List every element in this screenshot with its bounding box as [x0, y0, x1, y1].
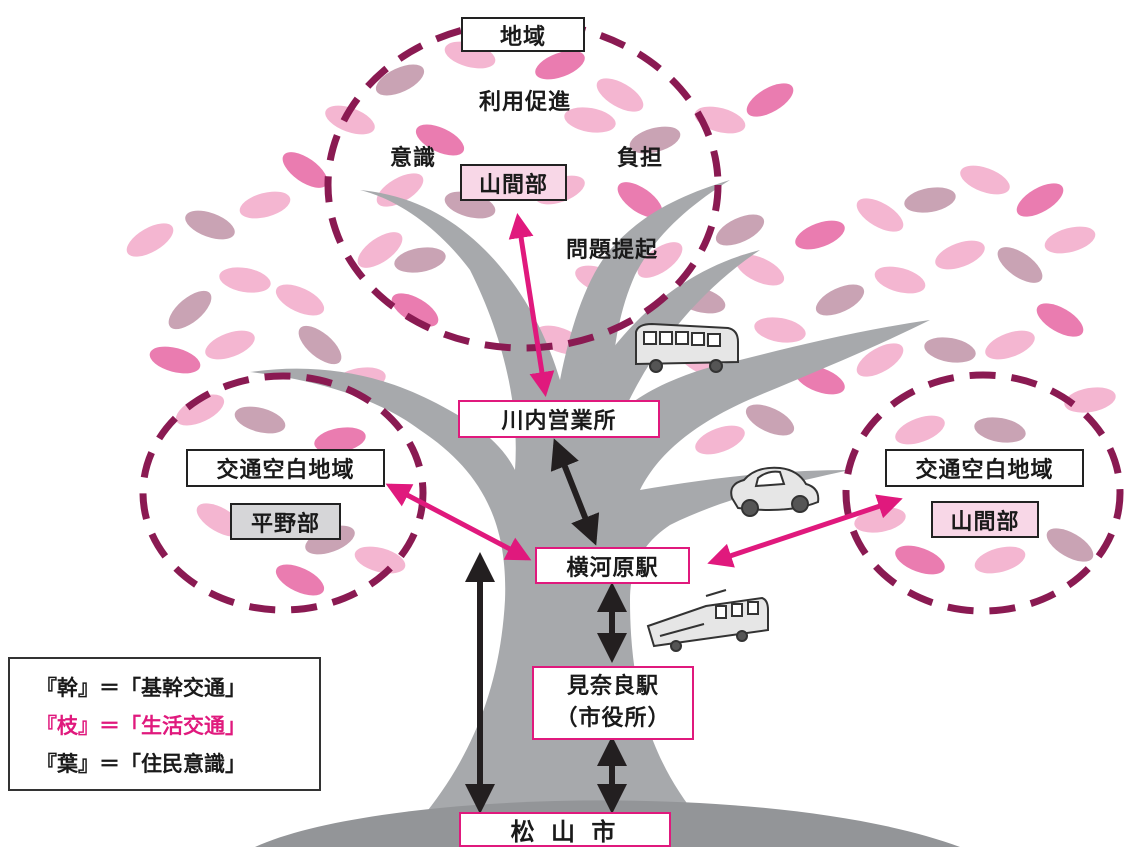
leaf-61 [275, 564, 325, 596]
region-left-title: 交通空白地域 [186, 449, 385, 487]
leaf-34 [1016, 183, 1064, 217]
leaf-43 [924, 337, 976, 363]
leaf-55 [175, 394, 225, 426]
leaf-62 [895, 415, 945, 445]
node-matsuyama-city: 松 山 市 [459, 812, 671, 847]
leaf-60 [354, 546, 406, 574]
leaf-66 [974, 546, 1026, 574]
leaf-30 [795, 220, 845, 250]
keyword-futan: 負担 [616, 146, 663, 171]
legend: 『幹』＝「基幹交通」 『枝』＝「生活交通」 『葉』＝「住民意識」 [8, 657, 321, 791]
node-minara-station: 見奈良駅 （市役所） [532, 666, 694, 740]
leaf-18 [629, 126, 681, 154]
leaf-57 [314, 427, 366, 453]
train-icon [646, 589, 769, 652]
leaf-7 [149, 346, 201, 374]
keyword-riyou-sokushin: 利用促進 [478, 90, 571, 115]
arrow-left-yokogawara [385, 483, 532, 561]
leaf-51 [715, 214, 765, 246]
leaf-42 [856, 343, 904, 377]
region-right-sub: 山間部 [931, 501, 1039, 538]
leaf-12 [357, 232, 403, 268]
leaf-17 [596, 78, 644, 112]
keyword-mondai-teiki: 問題提起 [565, 238, 658, 263]
leaf-38 [935, 240, 985, 270]
leaf-16 [535, 50, 585, 80]
leaf-25 [394, 247, 446, 273]
leaf-20 [415, 124, 465, 156]
leaf-8 [205, 330, 255, 360]
legend-branch: 『枝』＝「生活交通」 [36, 714, 246, 738]
leaf-45 [1036, 303, 1084, 337]
bus-icon [635, 322, 739, 373]
node-yokogawara-station: 横河原駅 [535, 547, 690, 584]
leaf-0 [126, 223, 174, 257]
leaf-27 [637, 242, 683, 278]
arrow-right-yokogawara [707, 494, 903, 568]
node-minara-note: （市役所） [555, 706, 671, 731]
leaf-19 [564, 107, 616, 133]
node-minara-name: 見奈良駅 [566, 674, 659, 699]
arrow-top-kawauchi [508, 213, 555, 397]
leaf-53 [746, 83, 794, 117]
leaf-1 [185, 210, 235, 240]
car-icon [730, 466, 820, 517]
leaf-9 [298, 325, 342, 365]
leaf-56 [234, 406, 286, 434]
legend-trunk: 『幹』＝「基幹交通」 [36, 676, 246, 700]
leaf-39 [997, 247, 1043, 283]
leaf-37 [874, 266, 926, 294]
arrow-kawauchi-yokogawara [550, 438, 600, 546]
leaf-31 [856, 198, 904, 232]
region-left-sub: 平野部 [230, 503, 341, 540]
leaf-47 [745, 404, 795, 436]
region-top-title: 地域 [461, 17, 585, 52]
leaf-67 [1046, 528, 1094, 562]
leaf-29 [735, 254, 785, 286]
leaf-11 [391, 293, 439, 327]
leaf-40 [1044, 226, 1096, 254]
leaf-63 [974, 417, 1026, 443]
keyword-ishiki: 意識 [389, 146, 436, 171]
leaf-32 [904, 187, 956, 213]
leaf-14 [375, 64, 425, 96]
leaf-4 [219, 267, 271, 293]
node-kawauchi-office: 川内営業所 [458, 400, 660, 438]
leaf-5 [168, 290, 212, 330]
leaf-36 [815, 284, 865, 316]
leaf-2 [239, 191, 291, 219]
region-right-title: 交通空白地域 [885, 449, 1084, 487]
region-top-sub: 山間部 [460, 164, 567, 201]
leaf-33 [960, 165, 1010, 195]
leaf-6 [275, 284, 325, 316]
leaf-24 [617, 182, 663, 218]
leaf-35 [754, 317, 806, 343]
leaf-46 [1064, 387, 1116, 413]
legend-leaf: 『葉』＝「住民意識」 [36, 752, 246, 776]
leaf-44 [985, 330, 1035, 360]
leaf-13 [325, 105, 375, 135]
region-ring-right [842, 371, 1124, 615]
leaf-65 [895, 545, 945, 575]
leaf-48 [695, 425, 745, 455]
leaf-3 [282, 152, 328, 188]
